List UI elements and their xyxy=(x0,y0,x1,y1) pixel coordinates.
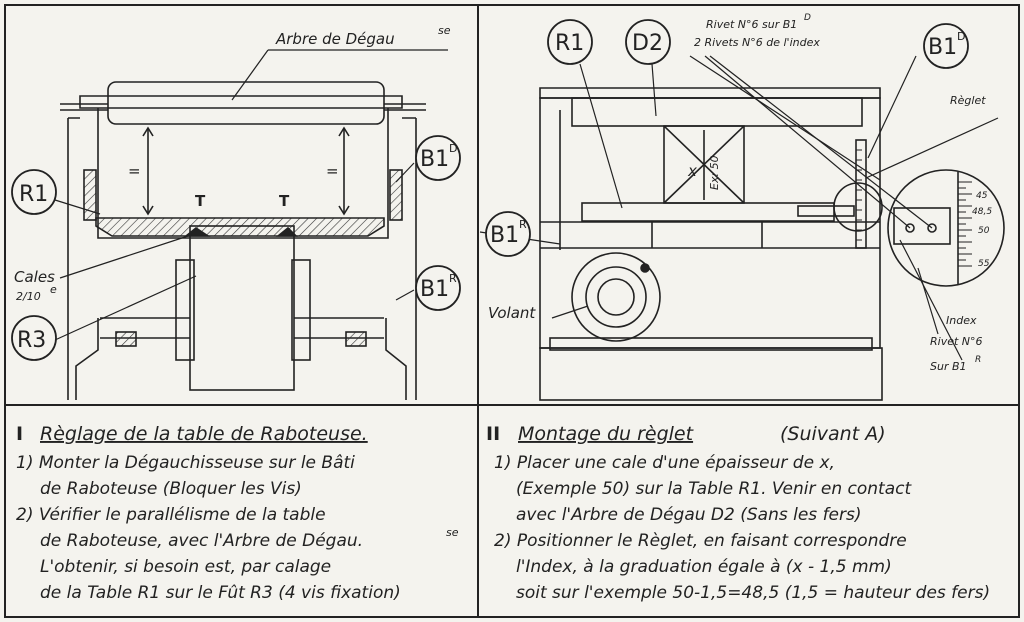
svg-text:48,5: 48,5 xyxy=(972,207,992,217)
svg-text:45: 45 xyxy=(976,191,988,201)
svg-text:se: se xyxy=(438,24,451,37)
svg-text:L'obtenir, si besoin est, par: L'obtenir, si besoin est, par calage xyxy=(40,557,331,577)
left-leader-lines xyxy=(54,49,448,341)
right-leader-lines xyxy=(479,55,999,361)
svg-text:D: D xyxy=(957,30,965,43)
right-figure-side-view xyxy=(539,87,1005,401)
svg-text:1) Monter la Dégauchisseuse su: 1) Monter la Dégauchisseuse sur le Bâti xyxy=(16,453,355,473)
svg-text:2/10: 2/10 xyxy=(16,290,41,303)
bubble-r3 xyxy=(11,315,57,361)
svg-text:B1: B1 xyxy=(928,35,957,60)
svg-text:R: R xyxy=(449,272,457,285)
svg-text:50: 50 xyxy=(978,226,990,236)
rivet-top-1: Rivet N°6 sur B1 xyxy=(706,18,797,31)
svg-text:=: = xyxy=(128,162,141,180)
cales-label: Cales xyxy=(14,268,55,286)
index-piece xyxy=(797,205,855,217)
volant-label: Volant xyxy=(488,304,536,322)
handwheel xyxy=(571,252,661,342)
rivet-bottom-2: Sur B1 xyxy=(930,360,967,373)
svg-text:2) Positionner le Règlet, en f: 2) Positionner le Règlet, en faisant cor… xyxy=(494,531,907,551)
left-figure-planer-table xyxy=(60,81,426,400)
svg-text:1) Placer une cale d'une épais: 1) Placer une cale d'une épaisseur de x, xyxy=(494,453,835,473)
rivet-top-2: 2 Rivets N°6 de l'index xyxy=(694,36,820,49)
svg-text:II: II xyxy=(486,423,500,445)
bubble-b1d-left xyxy=(415,135,461,181)
bubble-b1r-left xyxy=(415,265,461,311)
svg-text:(Suivant A): (Suivant A) xyxy=(780,423,886,445)
svg-text:2) Vérifier le parallélisme de: 2) Vérifier le parallélisme de la table xyxy=(16,505,326,525)
svg-text:avec l'Arbre de Dégau D2 (Sans: avec l'Arbre de Dégau D2 (Sans les fers) xyxy=(516,505,862,525)
svg-text:R: R xyxy=(975,355,981,365)
reglet-ruler xyxy=(855,139,867,249)
svg-text:R1: R1 xyxy=(555,31,584,56)
detail-magnified xyxy=(887,169,1005,287)
svg-text:de la Table R1 sur le Fût R3 (: de la Table R1 sur le Fût R3 (4 vis fixa… xyxy=(40,583,401,603)
svg-text:soit sur l'exemple 50-1,5=48,5: soit sur l'exemple 50-1,5=48,5 (1,5 = ha… xyxy=(516,583,990,603)
left-figure-labels: Arbre de Dégau se = = T T R1 B1 D B1 R R… xyxy=(11,24,461,361)
svg-text:B1: B1 xyxy=(490,223,519,248)
cutter-head-d2 xyxy=(571,97,863,127)
svg-text:I: I xyxy=(16,423,23,445)
svg-text:Ex: 50: Ex: 50 xyxy=(708,155,721,190)
svg-text:R: R xyxy=(519,218,527,231)
svg-text:se: se xyxy=(446,526,459,539)
section-1-title: Règlage de la table de Raboteuse. xyxy=(40,423,368,445)
svg-text:D: D xyxy=(804,13,811,23)
svg-text:R3: R3 xyxy=(17,328,46,353)
gauge-block xyxy=(663,125,745,204)
section-2-instructions: II Montage du règlet (Suivant A) 1) Plac… xyxy=(486,423,990,603)
column-r3 xyxy=(189,225,295,391)
shaft-label: Arbre de Dégau xyxy=(275,30,395,48)
svg-text:D2: D2 xyxy=(632,31,663,56)
sheet-frame xyxy=(4,4,1020,618)
reglet-label: Règlet xyxy=(950,94,986,107)
svg-text:D: D xyxy=(449,142,457,155)
svg-text:l'Index, à la graduation égale: l'Index, à la graduation égale à (x - 1,… xyxy=(516,557,892,577)
bubble-b1r-right xyxy=(485,211,531,257)
svg-text:x: x xyxy=(687,162,697,180)
index-label: Index xyxy=(946,314,977,327)
svg-text:T: T xyxy=(195,192,206,210)
svg-text:de Raboteuse, avec l'Arbre de: de Raboteuse, avec l'Arbre de Dégau. xyxy=(40,531,363,551)
svg-text:de Raboteuse (Bloquer les Vis): de Raboteuse (Bloquer les Vis) xyxy=(40,479,302,499)
bubble-r1-right xyxy=(547,19,593,65)
bubble-d2 xyxy=(625,19,671,65)
svg-text:T: T xyxy=(279,192,290,210)
cutter-shaft xyxy=(107,81,385,125)
svg-text:=: = xyxy=(326,162,339,180)
svg-text:B1: B1 xyxy=(420,277,449,302)
section-2-title: Montage du règlet xyxy=(518,423,695,445)
bubble-r1-left xyxy=(11,169,57,215)
svg-text:e: e xyxy=(50,283,57,296)
planer-table-r1 xyxy=(95,217,385,237)
svg-text:(Exemple 50) sur la Table R1.: (Exemple 50) sur la Table R1. Venir en c… xyxy=(516,479,912,499)
svg-text:B1: B1 xyxy=(420,147,449,172)
rivet-bottom-1: Rivet N°6 xyxy=(930,335,983,348)
bubble-b1d-right xyxy=(923,23,969,69)
section-1-instructions: I Règlage de la table de Raboteuse. 1) M… xyxy=(16,423,459,603)
right-figure-labels: R1 D2 B1 D B1 R Rivet N°6 sur B1 D 2 Riv… xyxy=(485,13,992,373)
svg-text:R1: R1 xyxy=(19,182,48,207)
svg-text:55: 55 xyxy=(978,259,990,269)
